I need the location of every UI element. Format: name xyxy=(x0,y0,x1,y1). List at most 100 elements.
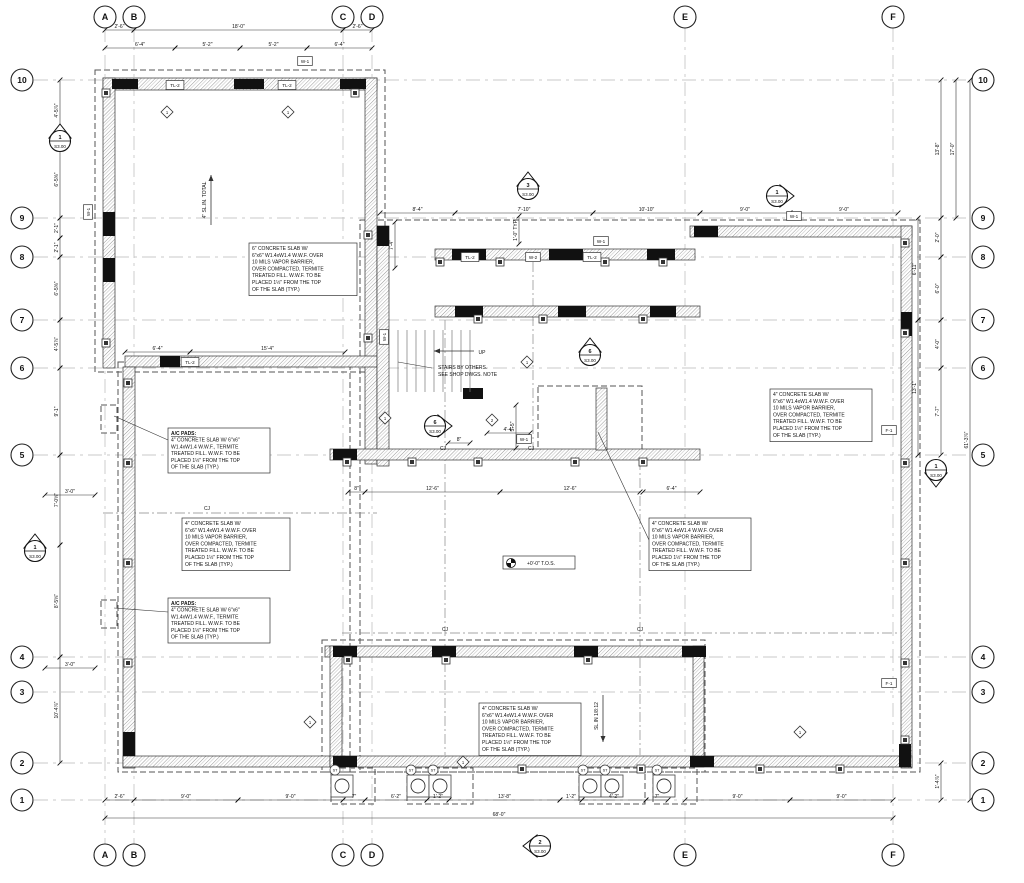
note-line: PLACED 1½" FROM THE TOP xyxy=(185,554,255,561)
slab-edge-dashed xyxy=(321,639,706,773)
dimension-label: 9'-1" xyxy=(54,406,60,416)
keynote-number: 2 xyxy=(491,418,494,423)
note-line: OF THE SLAB (TYP.) xyxy=(171,465,219,471)
section-sheet: S3.00 xyxy=(534,849,546,854)
section-number: 1 xyxy=(934,464,937,470)
pier-symbol xyxy=(123,378,133,388)
grid-bubble-label: 4 xyxy=(20,652,25,662)
wall-type-label xyxy=(460,252,480,262)
wall-type-text: W-1 xyxy=(790,214,799,219)
column-pad xyxy=(234,79,264,89)
note-line: OVER COMPACTED, TERMITE xyxy=(482,726,554,732)
grid-bubble-label: 8 xyxy=(981,252,986,262)
dimension-label: 6'-11" xyxy=(912,263,918,276)
elevation-text: +0'-0" T.O.S. xyxy=(527,561,555,567)
grid-bubble-col-F: F xyxy=(881,843,905,867)
pier-symbol xyxy=(363,333,373,343)
section-marker xyxy=(522,833,552,859)
grid-bubble-col-C: C xyxy=(331,843,355,867)
wall-type-label xyxy=(165,80,185,90)
note-title: A/C PADS: xyxy=(171,431,197,437)
dimension-label: 4'-0" xyxy=(935,339,941,349)
grid-bubble-label: 3 xyxy=(981,687,986,697)
column-pad xyxy=(123,732,135,756)
pier-symbol xyxy=(755,764,765,774)
note-line: PLACED 1½" FROM THE TOP xyxy=(171,627,241,634)
note-line: OF THE SLAB (TYP.) xyxy=(171,635,219,641)
note-line: 4" CONCRETE SLAB W/ xyxy=(652,521,708,527)
column-pad xyxy=(432,646,456,657)
dimension-label: 2'-1" xyxy=(54,242,60,252)
grid-bubble-label: A xyxy=(102,12,109,22)
grid-bubble-label: C xyxy=(340,850,347,860)
dimension-label: 6'-4" xyxy=(135,42,145,48)
wall-type-label xyxy=(277,80,297,90)
dimension-label: 18'-0" xyxy=(232,24,245,30)
dimension-label: 12'-6" xyxy=(564,486,577,492)
section-marker xyxy=(515,171,541,201)
grid-bubble-col-A: A xyxy=(93,843,117,867)
pier-symbol xyxy=(900,735,910,745)
dimension-label: 7" xyxy=(352,794,357,800)
elevation-marker xyxy=(502,555,576,570)
dimension-label: 7" xyxy=(655,794,660,800)
keynote-diamond xyxy=(303,715,317,729)
wall-type-label xyxy=(582,252,602,262)
keynote-number: 1 xyxy=(384,416,387,421)
dimension-label: 13'-8" xyxy=(935,142,941,155)
wall-type-label xyxy=(83,204,93,220)
pier-symbol xyxy=(473,314,483,324)
pier-symbol xyxy=(900,458,910,468)
column-pad xyxy=(901,312,912,336)
dimension-label: 8" xyxy=(354,486,359,492)
note-line: 6"x6" W1.4xW1.4 W.W.F. OVER xyxy=(185,528,257,534)
grid-bubble-label: 10 xyxy=(17,75,27,85)
grid-bubble-row-9: 9 xyxy=(971,206,995,230)
dimension-label: 6'-5⅝" xyxy=(54,281,60,295)
note-line: OF THE SLAB (TYP.) xyxy=(652,562,700,568)
wall-footing xyxy=(122,366,136,769)
pier-symbol xyxy=(495,257,505,267)
slab-edge-dashed xyxy=(652,767,698,805)
dimension-label: 3'-0" xyxy=(65,662,75,668)
section-marker xyxy=(765,183,795,209)
pier-symbol xyxy=(658,257,668,267)
wall-footing xyxy=(324,645,706,658)
wall-footing xyxy=(689,225,913,238)
grid-bubble-col-D: D xyxy=(360,843,384,867)
dimension-label: 6'-5⅝" xyxy=(54,172,60,186)
note-line: 10 MILS VAPOR BARRIER, xyxy=(652,535,714,541)
note-line: 6"x6" W1.4xW1.4 W.W.F. OVER xyxy=(773,399,845,405)
pier-symbol xyxy=(570,457,580,467)
wall-footing xyxy=(122,755,346,768)
pier-symbol xyxy=(435,257,445,267)
wall-footing xyxy=(329,645,343,768)
note-line: 10 MILS VAPOR BARRIER, xyxy=(482,720,544,726)
keynote-diamond xyxy=(281,105,295,119)
column-pad xyxy=(463,388,483,399)
note-line: PLACED 1½" FROM THE TOP xyxy=(171,457,241,464)
wall-type-label xyxy=(881,425,897,435)
grid-bubble-col-B: B xyxy=(122,5,146,29)
pier-symbol xyxy=(636,764,646,774)
keynote-diamond xyxy=(160,105,174,119)
grid-bubble-col-C: C xyxy=(331,5,355,29)
st-pier-text: ST xyxy=(409,769,415,773)
st-pier-text: ST xyxy=(333,769,339,773)
grid-bubble-label: 3 xyxy=(20,687,25,697)
st-pier-text: ST xyxy=(655,769,661,773)
dimension-label: 4'-5⅞" xyxy=(54,103,60,117)
dimension-label: 8'-5⅝" xyxy=(54,594,60,608)
slope-arrowhead xyxy=(208,175,214,181)
dimension-label: 3'-0" xyxy=(65,489,75,495)
cj-label: CJ xyxy=(637,627,644,633)
grid-bubble-row-5: 5 xyxy=(10,443,34,467)
plan-text: 4" SL.IN. TOTAL xyxy=(202,181,208,218)
column-pad xyxy=(455,306,483,317)
grid-bubble-row-5: 5 xyxy=(971,443,995,467)
st-pier-text: ST xyxy=(581,769,587,773)
grid-bubble-label: F xyxy=(890,850,896,860)
column-pad xyxy=(103,212,115,236)
cj-label: CJ xyxy=(442,627,449,633)
pier-symbol xyxy=(350,88,360,98)
